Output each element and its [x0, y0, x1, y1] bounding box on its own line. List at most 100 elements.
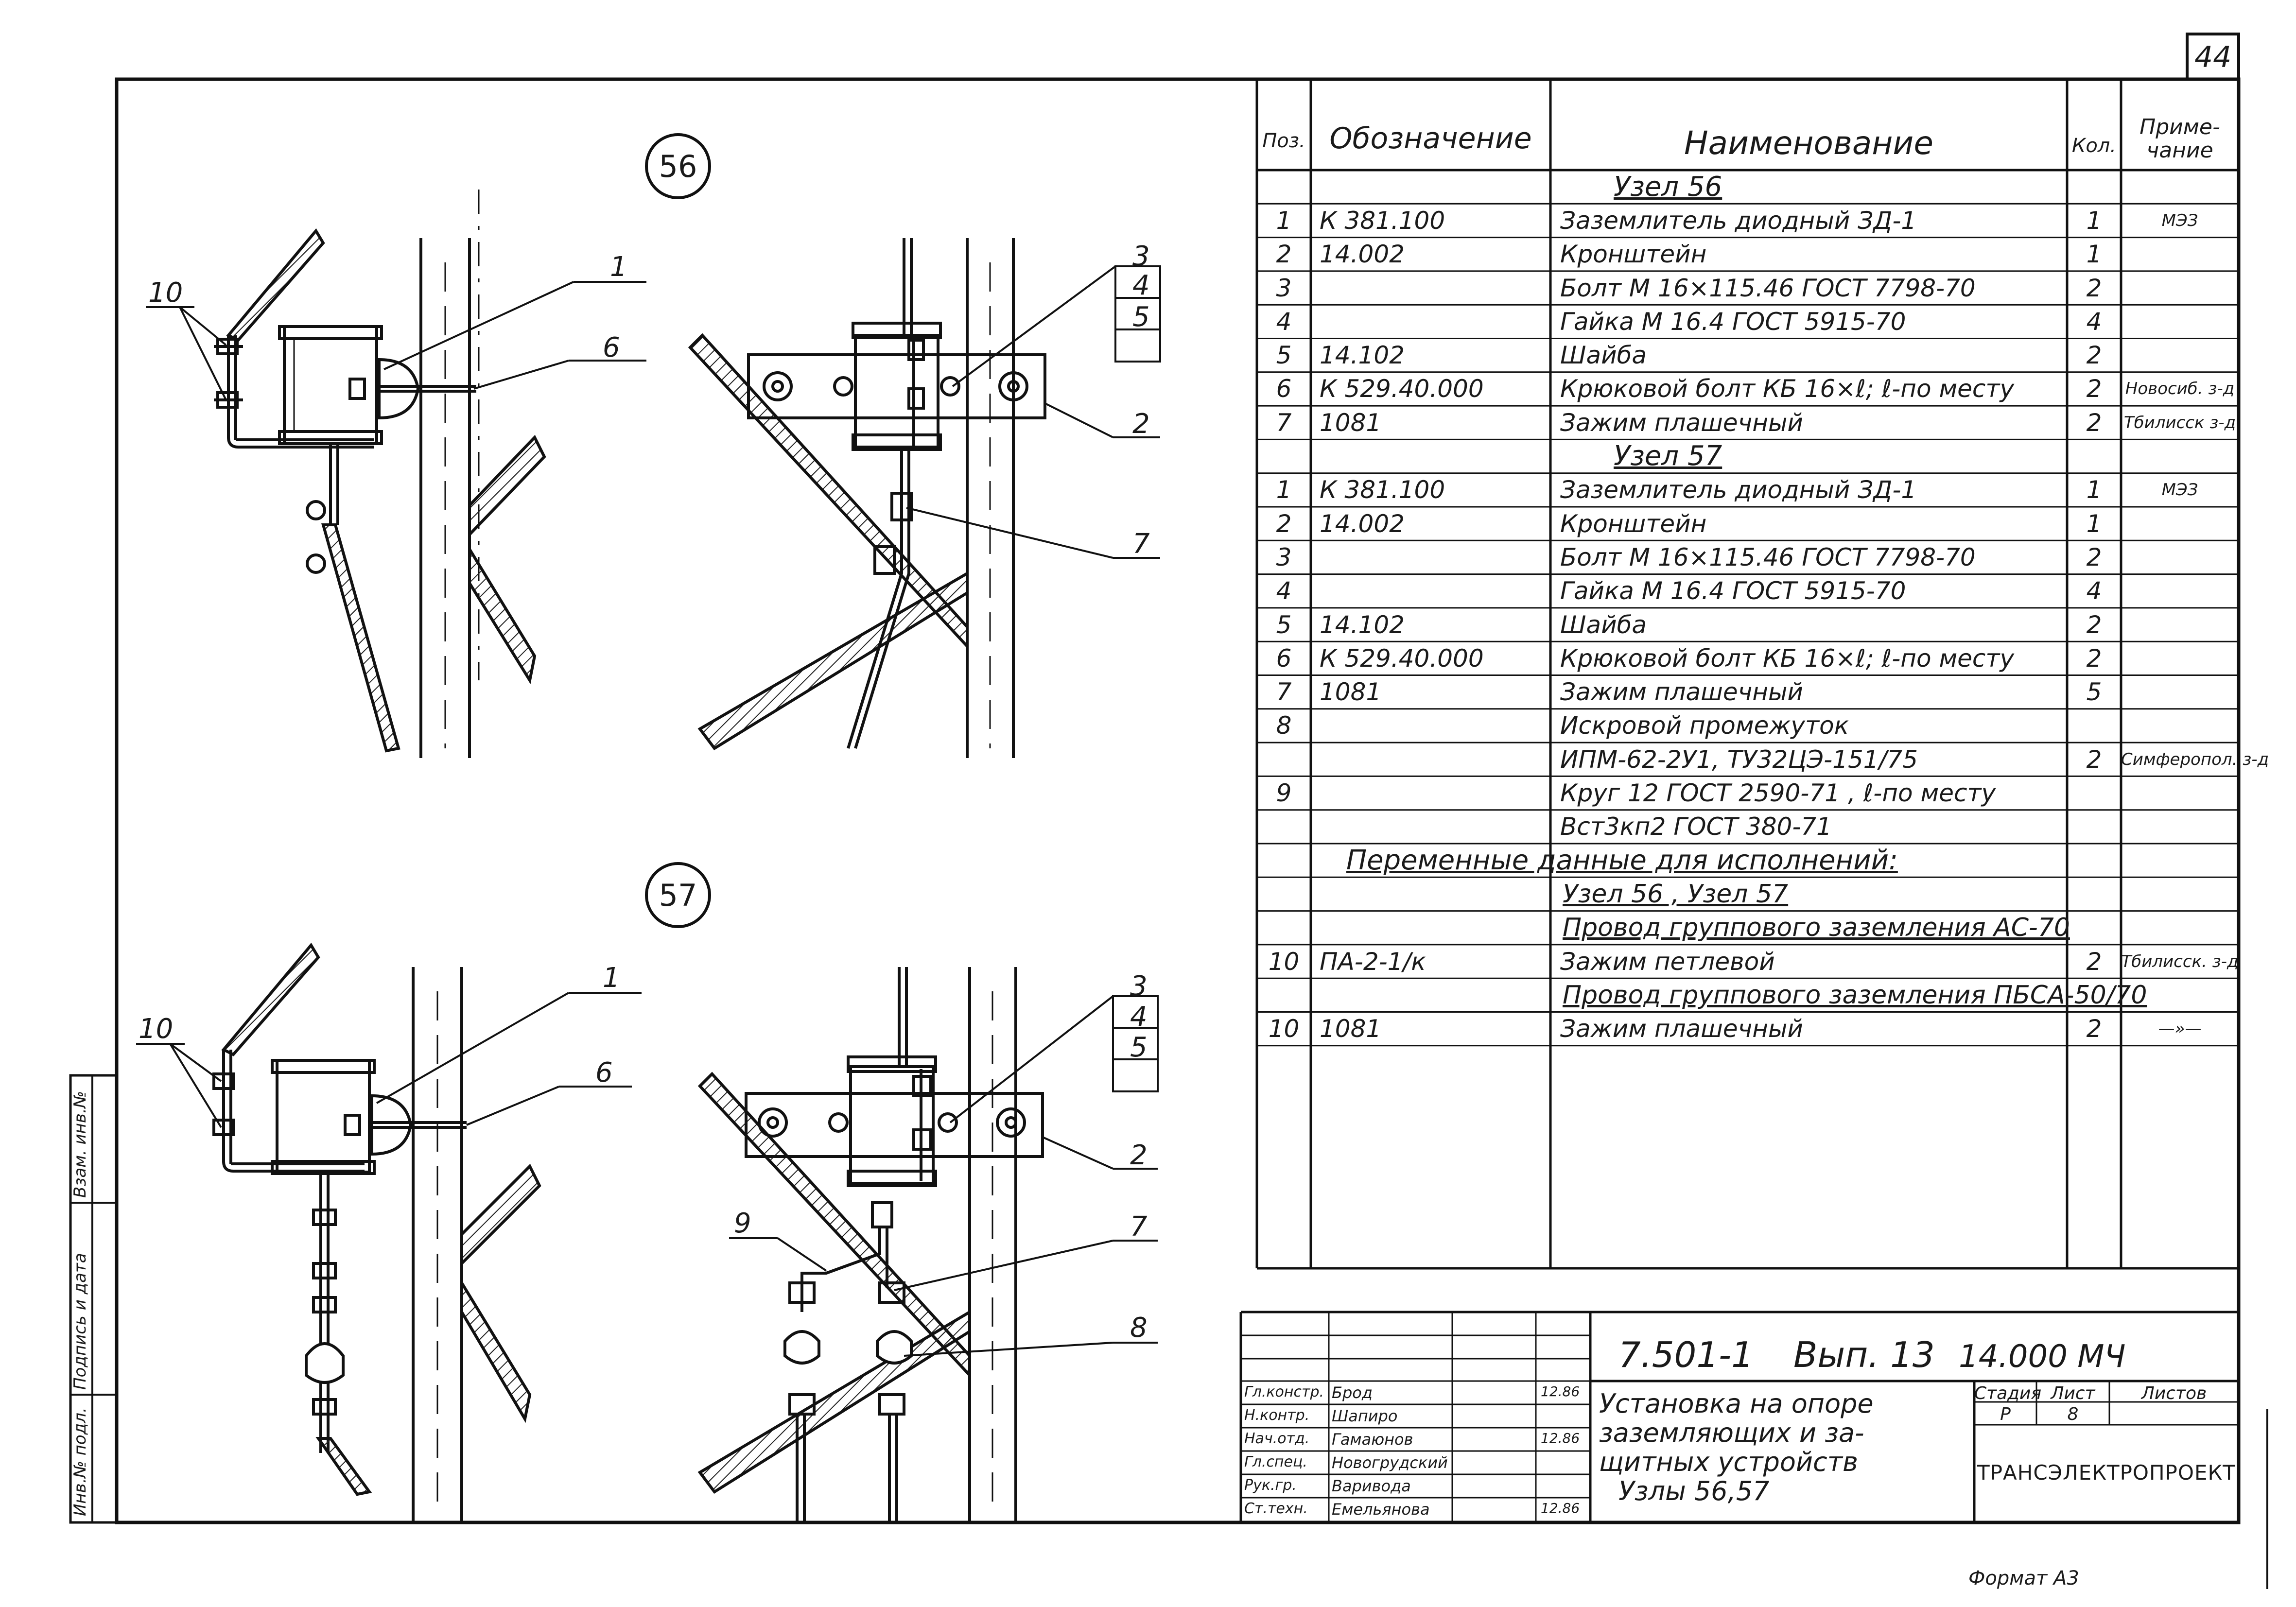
spec-cell-designation: К 381.100	[1320, 206, 1445, 235]
spec-subheading: Узел 56 , Узел 57	[1563, 879, 1789, 909]
spec-cell-qty: 2	[2086, 644, 2102, 673]
spec-cell-name: Заземлитель диодный ЗД-1	[1560, 206, 1917, 235]
callout-57-4: 4	[1130, 1001, 1148, 1033]
spec-header-note: Приме- чание	[2139, 115, 2220, 163]
spec-cell-qty: 4	[2086, 307, 2102, 336]
spec-cell-designation: 1081	[1320, 1015, 1382, 1043]
spec-variable-data-title: Переменные данные для исполнений:	[1346, 844, 1898, 876]
spec-cell-name: Гайка М 16.4 ГОСТ 5915-70	[1560, 307, 1906, 336]
spec-cell-qty: 2	[2086, 375, 2102, 403]
callout-56-2: 2	[1132, 408, 1150, 440]
callout-56-1: 1	[610, 251, 627, 283]
title-line-2: заземляющих и за-	[1599, 1417, 1864, 1448]
side-stamp-inv: Инв.№ подл.	[70, 1407, 90, 1516]
spec-cell-note: МЭЗ	[2161, 480, 2198, 500]
spec-cell-name: ИПМ-62-2У1, ТУ32ЦЭ-151/75	[1560, 745, 1918, 774]
spec-cell-name: Заземлитель диодный ЗД-1	[1560, 476, 1917, 504]
spec-cell-qty: 2	[2086, 610, 2102, 639]
spec-cell-pos: 3	[1276, 543, 1292, 571]
spec-cell-qty: 2	[2086, 408, 2102, 437]
node-56-side-view	[214, 190, 546, 758]
organization: ТРАНСЭЛЕКТРОПРОЕКТ	[1977, 1461, 2236, 1485]
person-role: Гл.констр.	[1244, 1383, 1324, 1400]
spec-cell-name: Зажим плашечный	[1560, 408, 1803, 437]
spec-cell-pos: 2	[1276, 240, 1292, 269]
spec-cell-name: Крюковой болт КБ 16×ℓ; ℓ-по месту	[1560, 644, 2015, 673]
side-stamp-sign: Подпись и дата	[70, 1253, 90, 1390]
spec-cell-designation: К 381.100	[1320, 476, 1445, 504]
callout-56-7: 7	[1132, 528, 1150, 560]
spec-cell-qty: 1	[2086, 476, 2102, 504]
callout-56-3: 3	[1132, 241, 1150, 272]
node-57-side-view	[212, 942, 541, 1522]
title-block-grid	[1239, 1311, 2239, 1522]
person-role: Ст.техн.	[1244, 1500, 1308, 1517]
spec-cell-name: Крюковой болт КБ 16×ℓ; ℓ-по месту	[1560, 375, 2015, 403]
spec-cell-pos: 4	[1276, 577, 1292, 605]
doc-number: 14.000 МЧ	[1959, 1339, 2126, 1375]
sheets-label: Листов	[2141, 1383, 2207, 1403]
spec-subheading: Провод группового заземления ПБСА-50/70	[1563, 980, 2147, 1010]
node-57-label: 57	[659, 878, 697, 913]
callout-57-1: 1	[603, 962, 620, 994]
spec-cell-qty: 4	[2086, 577, 2102, 605]
spec-header-pos: Поз.	[1262, 130, 1305, 152]
person-role: Н.контр.	[1244, 1407, 1310, 1424]
spec-cell-note: Тбилисск. з-д	[2121, 951, 2239, 971]
spec-cell-pos: 3	[1276, 274, 1292, 302]
spec-cell-designation: К 529.40.000	[1320, 644, 1484, 673]
doc-issue: Вып. 13	[1793, 1334, 1935, 1375]
callout-56-6: 6	[603, 332, 620, 363]
spec-cell-designation: К 529.40.000	[1320, 375, 1484, 403]
spec-cell-note: МЭЗ	[2161, 210, 2198, 230]
person-name: Шапиро	[1332, 1407, 1398, 1425]
spec-cell-name: Болт М 16×115.46 ГОСТ 7798-70	[1560, 543, 1976, 571]
spec-cell-name: Гайка М 16.4 ГОСТ 5915-70	[1560, 577, 1906, 605]
person-role: Нач.отд.	[1244, 1430, 1310, 1447]
spec-cell-designation: 14.002	[1320, 240, 1405, 269]
spec-cell-name: Искровой промежуток	[1560, 711, 1849, 740]
spec-cell-pos: 5	[1276, 610, 1292, 639]
callout-57-6: 6	[595, 1057, 613, 1089]
callout-57-10: 10	[139, 1013, 174, 1045]
person-date: 12.86	[1541, 1430, 1580, 1446]
spec-cell-designation: 1081	[1320, 408, 1382, 437]
spec-cell-note: Тбилисск з-д	[2123, 413, 2236, 432]
spec-section-title: Узел 56	[1614, 171, 1722, 203]
spec-cell-designation: 14.102	[1320, 610, 1405, 639]
spec-cell-name: Зажим петлевой	[1560, 947, 1775, 976]
spec-cell-pos: 9	[1276, 779, 1292, 808]
callout-leaders	[136, 265, 1161, 1357]
spec-cell-pos: 1	[1276, 206, 1292, 235]
node-circles	[645, 133, 711, 928]
sheet-frame	[69, 33, 2268, 1589]
node-57-front-view	[697, 967, 1044, 1522]
spec-table-grid	[1255, 79, 2240, 1270]
spec-cell-name: Шайба	[1560, 341, 1647, 370]
spec-cell-name: Кронштейн	[1560, 240, 1707, 269]
person-name: Емельянова	[1332, 1500, 1430, 1519]
spec-cell-qty: 1	[2086, 509, 2102, 538]
spec-cell-pos: 8	[1276, 711, 1292, 740]
spec-cell-pos: 6	[1276, 644, 1292, 673]
callout-56-5: 5	[1132, 301, 1150, 333]
spec-cell-pos: 10	[1268, 947, 1300, 976]
node-56-label: 56	[659, 149, 697, 184]
spec-cell-name: Кронштейн	[1560, 509, 1707, 538]
spec-cell-pos: 1	[1276, 476, 1292, 504]
spec-cell-pos: 7	[1276, 408, 1292, 437]
callout-57-7: 7	[1130, 1211, 1148, 1243]
spec-cell-qty: 1	[2086, 206, 2102, 235]
spec-cell-pos: 6	[1276, 375, 1292, 403]
spec-cell-note: —»—	[2158, 1019, 2202, 1039]
doc-code: 7.501-1	[1618, 1334, 1754, 1375]
node-56-front-view	[688, 238, 1046, 758]
spec-header-designation: Обозначение	[1329, 121, 1532, 156]
spec-cell-designation: 1081	[1320, 678, 1382, 707]
title-line-4: Узлы 56,57	[1618, 1476, 1770, 1506]
spec-cell-name: Болт М 16×115.46 ГОСТ 7798-70	[1560, 274, 1976, 302]
spec-subheading: Провод группового заземления АС-70	[1563, 913, 2070, 943]
spec-cell-pos: 2	[1276, 509, 1292, 538]
spec-cell-name: Круг 12 ГОСТ 2590-71 , ℓ-по месту	[1560, 779, 1996, 808]
callout-57-5: 5	[1130, 1032, 1148, 1063]
